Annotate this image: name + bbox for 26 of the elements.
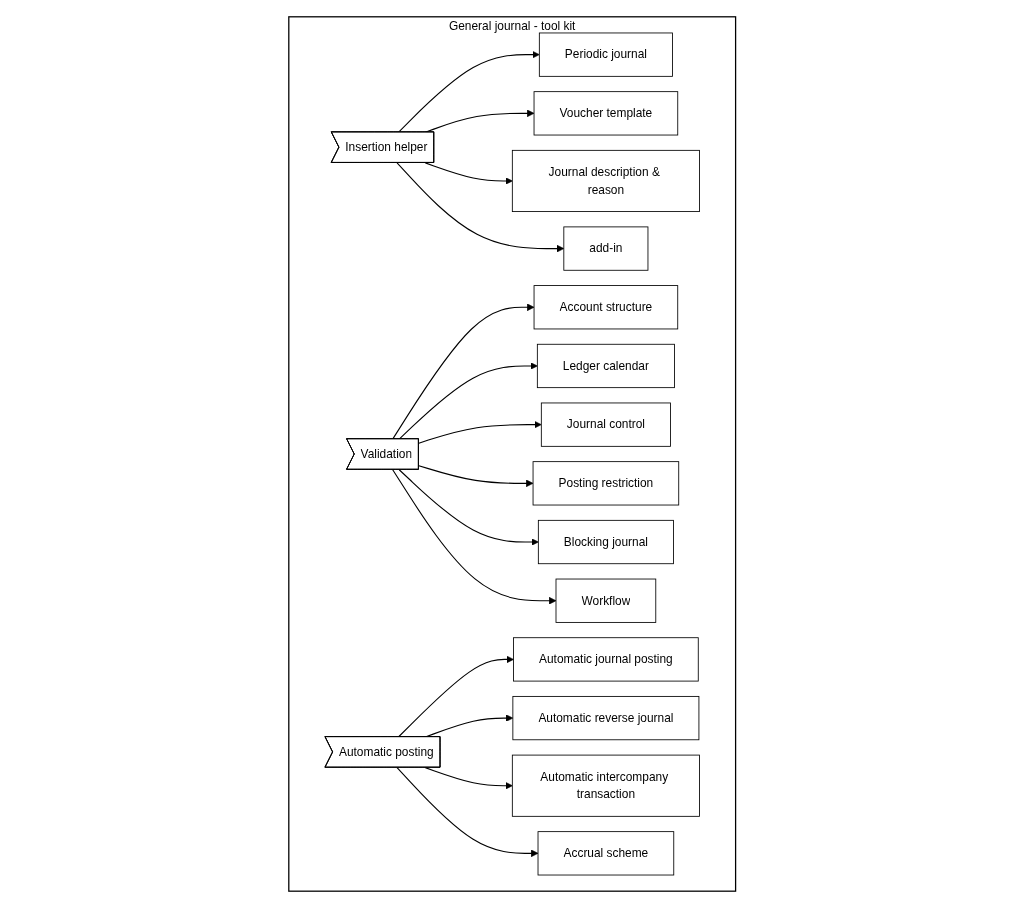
arrow bbox=[418, 420, 542, 444]
node-box: Automatic reverse journal bbox=[512, 695, 700, 741]
node-box: Blocking journal bbox=[537, 519, 674, 565]
arrow bbox=[418, 465, 534, 488]
node-box: add-in bbox=[563, 226, 649, 271]
node-box: Account structure bbox=[533, 285, 678, 330]
arrow bbox=[397, 50, 540, 133]
arrow bbox=[398, 469, 539, 546]
arrow bbox=[424, 767, 513, 790]
node-box: Automatic intercompany transaction bbox=[511, 754, 700, 817]
arrow bbox=[397, 655, 514, 738]
node-box: Journal description & reason bbox=[511, 149, 700, 212]
node-box: Automatic journal posting bbox=[512, 637, 699, 682]
node-box: Periodic journal bbox=[538, 32, 673, 77]
node-box: Journal control bbox=[540, 402, 671, 447]
arrow bbox=[396, 767, 539, 858]
arrow bbox=[391, 469, 557, 605]
node-box: Ledger calendar bbox=[536, 343, 675, 389]
node-box: Voucher template bbox=[533, 91, 678, 136]
node-box: Workflow bbox=[555, 578, 656, 623]
arrow bbox=[391, 303, 535, 440]
arrow bbox=[424, 162, 513, 185]
arrow bbox=[396, 162, 564, 253]
arrow bbox=[398, 362, 538, 440]
node-box: Accrual scheme bbox=[537, 831, 674, 876]
node-box: Posting restriction bbox=[532, 461, 679, 506]
